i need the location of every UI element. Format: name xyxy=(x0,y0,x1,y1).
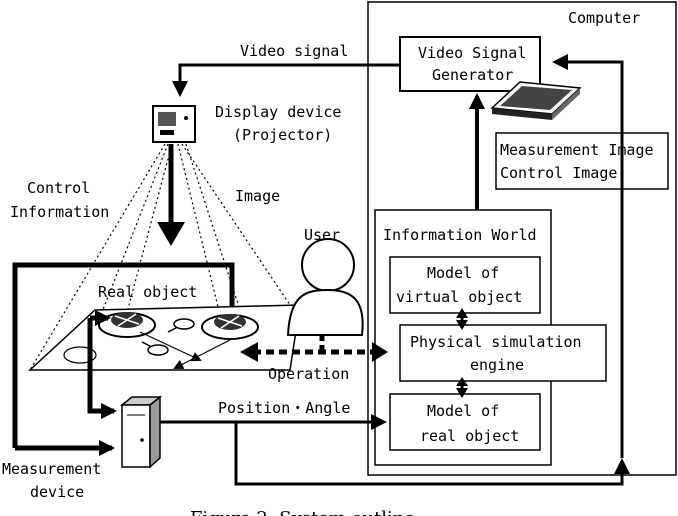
position-angle-label: Position・Angle xyxy=(218,399,350,417)
control-label: Control xyxy=(27,179,90,197)
feedback-loop-line xyxy=(234,422,624,486)
control-information-arrowhead xyxy=(157,222,185,246)
physical-sim-label-2: engine xyxy=(470,356,524,374)
real-object-label: Real object xyxy=(98,283,197,301)
projector-label: (Projector) xyxy=(233,126,332,144)
real-model-label-1: Model of xyxy=(427,402,499,420)
physical-simulation-box xyxy=(399,324,607,382)
real-object-left xyxy=(98,312,156,338)
video-signal-generator-box xyxy=(399,36,541,92)
physical-sim-label-1: Physical simulation xyxy=(410,333,582,351)
measurement-image-label: Measurement Image xyxy=(500,141,654,159)
real-object-model-box xyxy=(389,393,541,451)
measurement-image-line xyxy=(552,54,624,458)
virtual-model-label-1: Model of xyxy=(427,264,499,282)
table-marker-oval xyxy=(63,346,97,364)
measurement-frame xyxy=(12,262,235,448)
computer-device-icon xyxy=(490,81,582,120)
user-figure xyxy=(286,238,364,336)
figure-caption: Figure 2. System outline xyxy=(190,508,415,516)
operation-label: Operation xyxy=(268,365,349,383)
virtual-object-2 xyxy=(141,341,169,356)
real-sim-arrowhead-down xyxy=(456,388,468,398)
measurement-device-icon xyxy=(119,395,163,469)
operation-arrowhead-left xyxy=(240,342,258,362)
virtual-sim-arrowhead-up xyxy=(456,308,468,318)
virtual-object-model-box xyxy=(389,256,541,314)
information-world-label: Information World xyxy=(383,226,537,244)
projector-icon xyxy=(152,105,196,143)
image-label: Image xyxy=(235,187,280,205)
measurement-image-box xyxy=(495,132,669,190)
user-label: User xyxy=(304,226,340,244)
measurement-device-label-2: device xyxy=(30,483,84,501)
operation-arrowhead-right xyxy=(372,342,388,362)
control-image-label: Control Image xyxy=(500,164,617,182)
virtual-model-label-2: virtual object xyxy=(396,288,522,306)
information-label: Information xyxy=(10,203,109,221)
table-surface xyxy=(28,304,301,371)
computer-label: Computer xyxy=(568,9,640,27)
video-signal-arrow xyxy=(172,63,400,97)
computer-box xyxy=(367,1,677,476)
table-to-device-arrow xyxy=(87,318,117,419)
feedback-loop-arrowhead xyxy=(614,458,630,474)
virtual-sim-arrowhead-down xyxy=(456,320,468,330)
virtual-object-1 xyxy=(167,318,195,333)
object-motion-arrows xyxy=(139,331,231,369)
real-object-right xyxy=(201,314,259,340)
real-model-label-2: real object xyxy=(420,427,519,445)
video-gen-label-2: Generator xyxy=(432,66,513,84)
measurement-device-label-1: Measurement xyxy=(2,460,101,478)
video-gen-label-1: Video Signal xyxy=(418,44,526,62)
real-sim-arrowhead-up xyxy=(456,377,468,386)
display-device-label: Display device xyxy=(215,103,341,121)
video-signal-label: Video signal xyxy=(240,42,348,60)
